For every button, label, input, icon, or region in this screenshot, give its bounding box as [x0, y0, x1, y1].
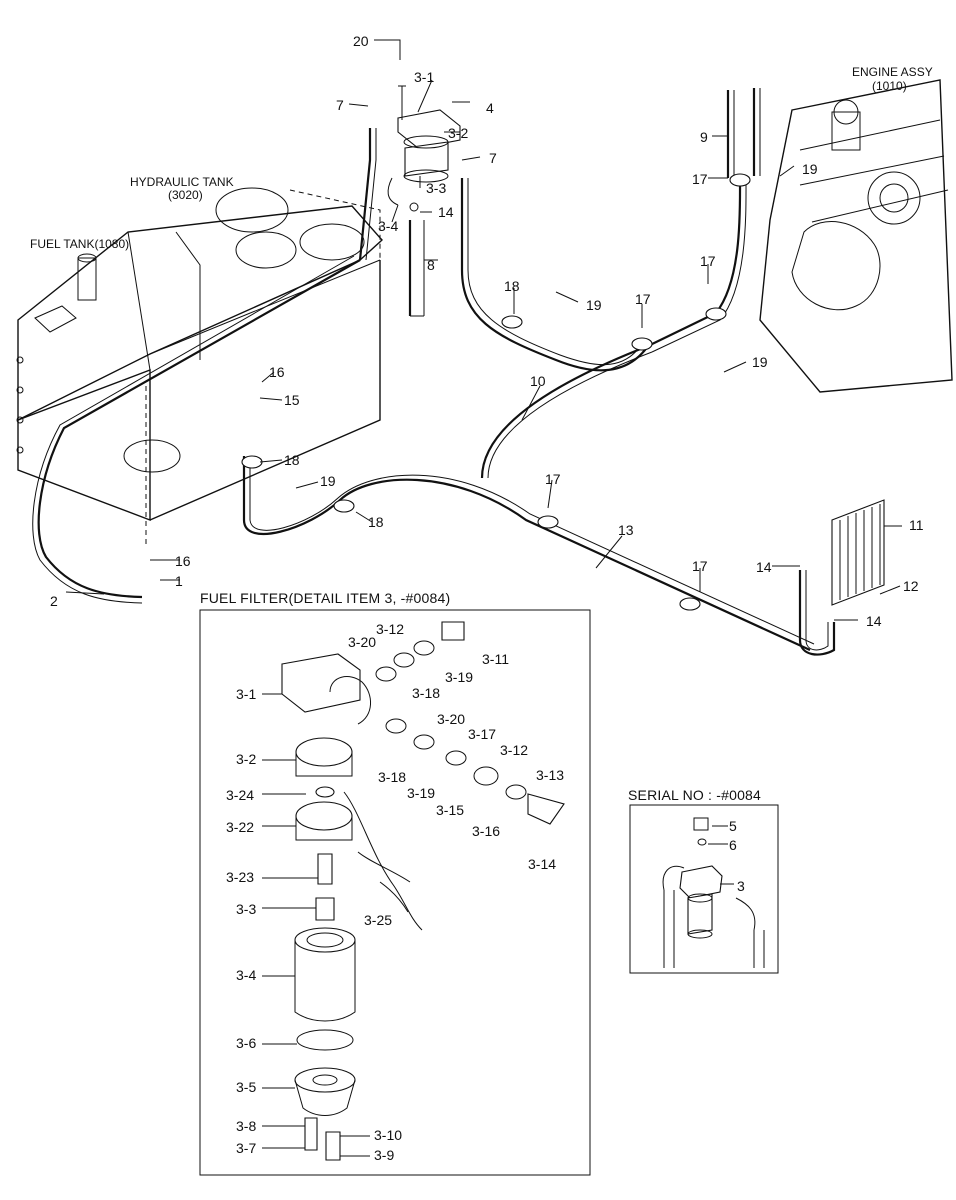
callout-d-3-20-b: 3-20: [437, 711, 466, 727]
callout-d-3-20-a: 3-20: [348, 634, 377, 650]
callout-d-3-9: 3-9: [374, 1147, 395, 1163]
engine-assy: [759, 79, 953, 393]
callout-14-top: 14: [438, 204, 454, 220]
detail-box: [199, 609, 591, 1176]
callout-17-d: 17: [545, 471, 561, 487]
callout-d-3-16: 3-16: [472, 823, 501, 839]
callout-d-3-25: 3-25: [364, 912, 393, 928]
callout-16-top: 16: [269, 364, 285, 380]
callout-10: 10: [530, 373, 546, 389]
callout-d-3-5: 3-5: [236, 1079, 257, 1095]
hydraulic-tank-label: HYDRAULIC TANK: [130, 175, 234, 189]
callout-d-3-1: 3-1: [236, 686, 257, 702]
callout-19-b: 19: [586, 297, 602, 313]
callout-d-3-12-a: 3-12: [376, 621, 405, 637]
callout-d-3-19-b: 3-19: [407, 785, 436, 801]
callout-14-right-top: 14: [756, 559, 772, 575]
callout-d-3-10: 3-10: [374, 1127, 403, 1143]
callout-d-3-4: 3-4: [236, 967, 257, 983]
callout-18-a: 18: [504, 278, 520, 294]
callout-d-3-22: 3-22: [226, 819, 255, 835]
callout-d-3-13: 3-13: [536, 767, 565, 783]
callout-3-3-top: 3-3: [426, 180, 447, 196]
callout-d-3-15: 3-15: [436, 802, 465, 818]
leaders: [65, 39, 902, 621]
top-fuel-filter: [387, 85, 461, 212]
callout-18-c: 18: [368, 514, 384, 530]
callout-19-c: 19: [752, 354, 768, 370]
cooler: [831, 499, 885, 606]
callout-14-right-bottom: 14: [866, 613, 882, 629]
callout-2: 2: [50, 593, 58, 609]
callout-d-3-18-a: 3-18: [412, 685, 441, 701]
callout-4: 4: [486, 100, 494, 116]
callout-3-1-top: 3-1: [414, 69, 435, 85]
callout-d-3-23: 3-23: [226, 869, 255, 885]
engine-assy-code: (1010): [872, 79, 907, 93]
callout-17-c: 17: [635, 291, 651, 307]
callout-d-3-8: 3-8: [236, 1118, 257, 1134]
callout-d-3-2: 3-2: [236, 751, 257, 767]
callout-7-left: 7: [336, 97, 344, 113]
callout-d-3-7: 3-7: [236, 1140, 257, 1156]
callout-19-a: 19: [802, 161, 818, 177]
callout-s-5: 5: [729, 818, 737, 834]
callout-d-3-14: 3-14: [528, 856, 557, 872]
callout-3-4-top: 3-4: [378, 218, 399, 234]
fuel-filter-detail-title: FUEL FILTER(DETAIL ITEM 3, -#0084): [200, 590, 451, 606]
callout-s-6: 6: [729, 837, 737, 853]
callout-12: 12: [903, 578, 919, 594]
serial-no-title: SERIAL NO : -#0084: [628, 787, 762, 803]
tanks-group: [16, 187, 383, 548]
callout-17-e: 17: [692, 558, 708, 574]
callout-d-3-12-b: 3-12: [500, 742, 529, 758]
engine-assy-label: ENGINE ASSY: [852, 65, 933, 79]
clamps: [241, 173, 751, 611]
fuel-tank-label: FUEL TANK(1080): [30, 237, 130, 251]
hydraulic-tank-code: (3020): [168, 188, 203, 202]
callout-d-3-24: 3-24: [226, 787, 255, 803]
callout-7-right: 7: [489, 150, 497, 166]
callout-3-2-top: 3-2: [448, 125, 469, 141]
callout-9: 9: [700, 129, 708, 145]
callout-d-3-18-b: 3-18: [378, 769, 407, 785]
callout-19-d: 19: [320, 473, 336, 489]
fuel-lines: [32, 88, 836, 656]
callout-s-3: 3: [737, 878, 745, 894]
callout-d-3-17: 3-17: [468, 726, 497, 742]
callout-1: 1: [175, 573, 183, 589]
callout-15: 15: [284, 392, 300, 408]
callout-13: 13: [618, 522, 634, 538]
callout-20: 20: [353, 33, 369, 49]
callout-17-a: 17: [692, 171, 708, 187]
callout-d-3-3: 3-3: [236, 901, 257, 917]
callout-d-3-6: 3-6: [236, 1035, 257, 1051]
callout-d-3-19-a: 3-19: [445, 669, 474, 685]
callout-18-b: 18: [284, 452, 300, 468]
callout-11: 11: [909, 517, 924, 533]
callout-d-3-11: 3-11: [482, 651, 509, 667]
callout-17-b: 17: [700, 253, 716, 269]
callout-16-bottom: 16: [175, 553, 191, 569]
serial-inset: [629, 804, 779, 974]
callout-8: 8: [427, 257, 435, 273]
